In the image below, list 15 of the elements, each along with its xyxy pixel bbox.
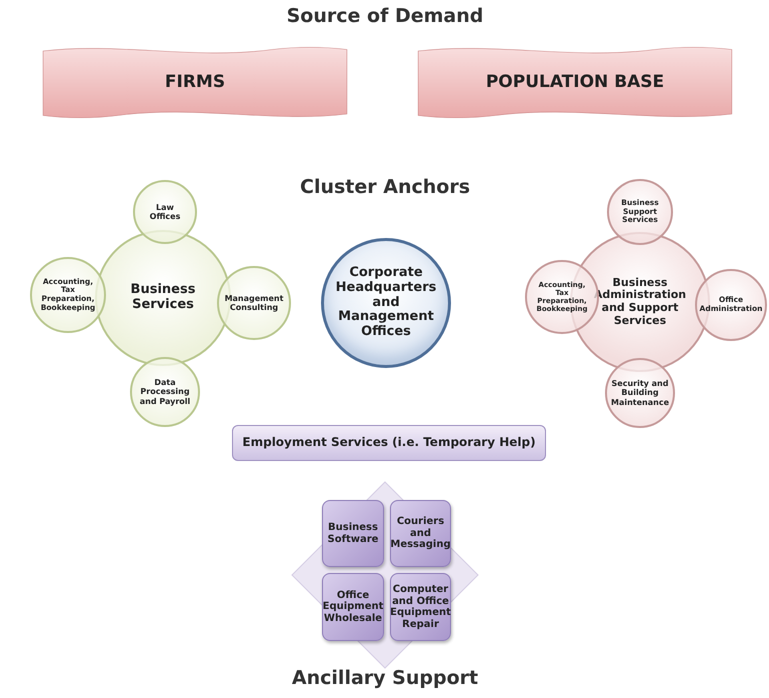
circle-node: Corporate Headquarters and Management Offices [321, 238, 451, 368]
square-tile: Business Software [322, 500, 384, 567]
square-tile: Couriers and Messaging [390, 500, 451, 567]
circle-node: Security and Building Maintenance [605, 358, 675, 428]
section-heading: Cluster Anchors [300, 176, 470, 198]
square-tile: Office Equipment Wholesale [322, 573, 384, 641]
circle-node: Data Processing and Payroll [130, 357, 200, 427]
circle-node: Law Offices [133, 180, 197, 244]
banner-shape: POPULATION BASE [415, 45, 735, 120]
banner-shape: FIRMS [40, 45, 350, 120]
square-tile: Computer and Office Equipment Repair [390, 573, 451, 641]
rounded-bar: Employment Services (i.e. Temporary Help) [232, 425, 546, 461]
section-heading: Source of Demand [286, 5, 484, 27]
circle-node: Management Consulting [217, 266, 291, 340]
section-heading: Ancillary Support [292, 667, 478, 689]
